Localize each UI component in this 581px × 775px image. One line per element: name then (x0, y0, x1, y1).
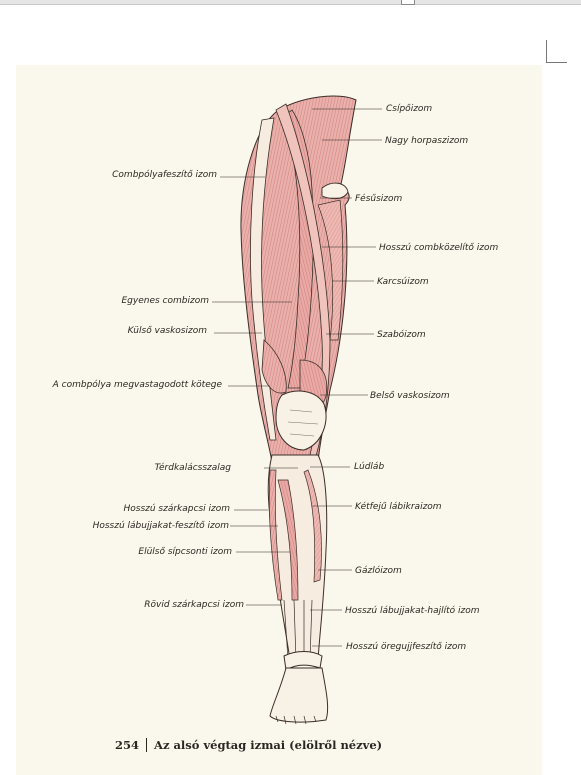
label-belso-vaskosizom: Belső vaskosizom (370, 391, 450, 401)
label-gazloizom: Gázlóizom (355, 566, 402, 576)
toe-lines (275, 715, 317, 725)
label-terdkalacsszalag: Térdkalácsszalag (154, 463, 231, 473)
label-hosszu-oregujjfeszito: Hosszú öregujjfeszítő izom (346, 642, 467, 652)
label-elulso-sipcsonti: Elülső sípcsonti izom (138, 547, 232, 557)
leader-lines (212, 108, 382, 647)
label-ketfeju-labikra: Kétfejű lábikraizom (355, 502, 442, 512)
label-nagy-horpaszizom: Nagy horpaszizom (385, 136, 469, 146)
vastus-lateralis-muscle (261, 339, 287, 394)
label-combpolyafeszito: Combpólyafeszítő izom (112, 170, 217, 180)
label-ludlab: Lúdláb (354, 462, 385, 472)
knee-cap (275, 390, 327, 451)
label-hosszu-szarkapcsi: Hosszú szárkapcsi izom (123, 504, 230, 514)
adductor-muscle (317, 199, 344, 341)
label-hosszu-combkozelito: Hosszú combközelítő izom (379, 243, 499, 253)
pubic-bone (321, 182, 349, 200)
window-top-bar (0, 0, 581, 5)
iliotibial-band (250, 117, 277, 441)
label-hosszu-labujjhajlito: Hosszú lábujjakat-hajlító izom (345, 606, 480, 616)
caption-title: Az alsó végtag izmai (elölről nézve) (154, 738, 383, 752)
page-corner-mark (546, 40, 567, 63)
label-rovid-szarkapcsi: Rövid szárkapcsi izom (144, 600, 244, 610)
ankle-retinaculum (283, 651, 323, 671)
label-hosszu-labujjfeszito: Hosszú lábujjakat-feszítő izom (92, 521, 229, 531)
knee-tendon-lines (287, 409, 319, 437)
page-number: 254 (115, 738, 148, 752)
label-kulso-vaskosizom: Külső vaskosizom (127, 326, 207, 336)
label-karcsuizom: Karcsúizom (377, 277, 429, 287)
peroneus-muscle (268, 469, 283, 601)
figure-caption: 254 Az alsó végtag izmai (elölről nézve) (115, 738, 382, 752)
label-csipoizom: Csípőizom (386, 104, 433, 114)
label-szaboizom: Szabóizom (377, 330, 426, 340)
label-fesuizom: Fésűsizom (355, 194, 403, 204)
foot-outline (269, 667, 329, 723)
shin-tendons (283, 599, 313, 661)
label-combpolya-koteg: A combpólya megvastagodott kötege (52, 380, 222, 390)
scroll-marker (401, 0, 415, 5)
gastrocnemius-muscle (303, 469, 322, 583)
tibialis-anterior-muscle (277, 479, 299, 601)
label-egyenes-combizom: Egyenes combizom (121, 296, 210, 306)
